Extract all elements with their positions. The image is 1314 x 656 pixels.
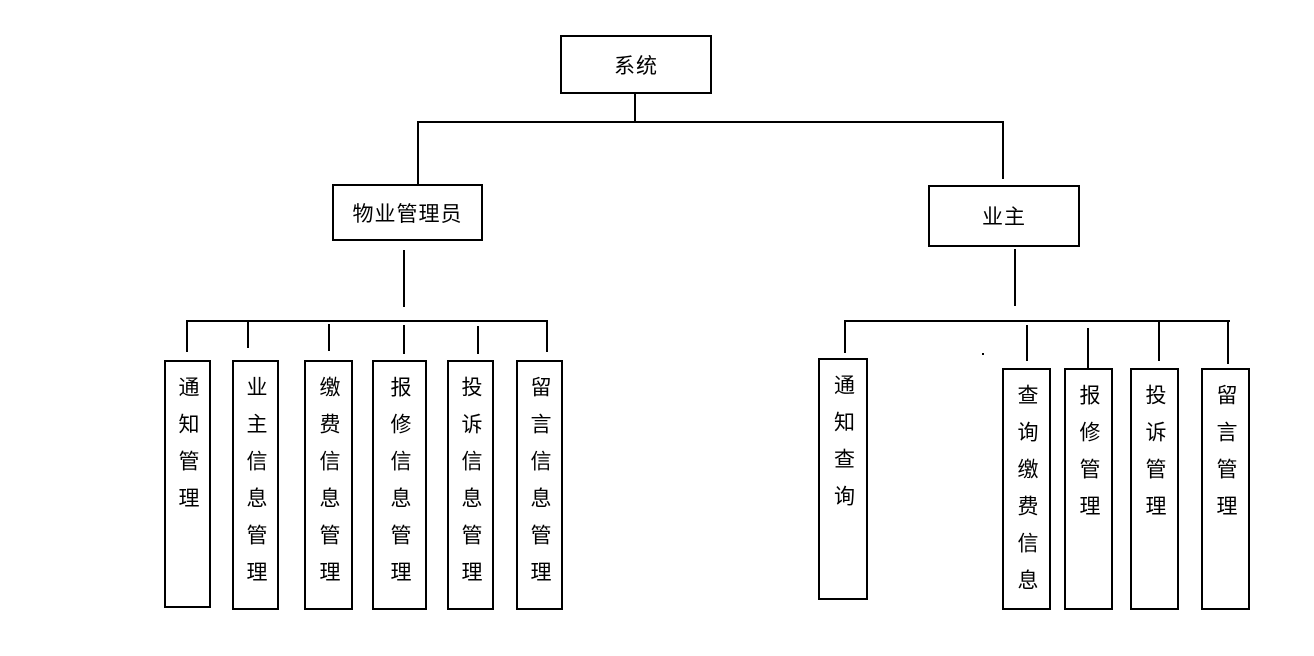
admin-node-label: 物业管理员 — [352, 201, 463, 226]
connector-root-down — [634, 93, 636, 123]
owner-node: 业主 — [928, 185, 1080, 247]
stray-dot — [982, 353, 984, 355]
owner-child-node: 通知查询 — [818, 358, 868, 600]
connector-admin-down — [403, 250, 405, 307]
owner-child-label: 查询缴费信息 — [1015, 384, 1039, 606]
admin-child-node: 投诉信息管理 — [447, 360, 494, 610]
admin-node: 物业管理员 — [332, 184, 483, 241]
admin-child-label: 报修信息管理 — [388, 376, 412, 598]
connector-admin-bar — [186, 320, 548, 322]
owner-child-label: 通知查询 — [831, 374, 856, 522]
connector-owner-bar — [844, 320, 1230, 322]
admin-child-label: 业主信息管理 — [244, 376, 268, 598]
owner-child-node: 投诉管理 — [1130, 368, 1179, 610]
connector-admin-child-4 — [403, 325, 405, 354]
connector-owner-child-1 — [844, 320, 846, 353]
owner-child-node: 报修管理 — [1064, 368, 1113, 610]
connector-owner-down — [1014, 249, 1016, 306]
root-node-label: 系统 — [614, 53, 658, 78]
admin-child-node: 通知管理 — [164, 360, 211, 608]
owner-child-label: 投诉管理 — [1143, 384, 1167, 532]
connector-owner-child-3 — [1087, 328, 1089, 368]
owner-child-node: 查询缴费信息 — [1002, 368, 1051, 610]
connector-admin-child-2 — [247, 320, 249, 348]
root-node: 系统 — [560, 35, 712, 94]
admin-child-node: 缴费信息管理 — [304, 360, 353, 610]
owner-node-label: 业主 — [982, 205, 1026, 229]
connector-owner-child-4 — [1158, 320, 1160, 361]
owner-child-node: 留言管理 — [1201, 368, 1250, 610]
connector-admin-child-5 — [477, 326, 479, 354]
owner-child-label: 报修管理 — [1077, 384, 1101, 532]
connector-owner-child-5 — [1227, 320, 1229, 364]
connector-admin-child-3 — [328, 324, 330, 351]
admin-child-label: 投诉信息管理 — [459, 376, 483, 598]
connector-admin-child-1 — [186, 320, 188, 352]
connector-owner-child-2 — [1026, 325, 1028, 361]
connector-to-owner — [1002, 121, 1004, 179]
admin-child-label: 留言信息管理 — [528, 376, 552, 598]
connector-level1-bar — [417, 121, 1004, 123]
admin-child-node: 报修信息管理 — [372, 360, 427, 610]
connector-to-admin — [417, 121, 419, 184]
admin-child-label: 缴费信息管理 — [317, 376, 341, 598]
admin-child-label: 通知管理 — [176, 376, 200, 524]
admin-child-node: 业主信息管理 — [232, 360, 279, 610]
connector-admin-child-6 — [546, 320, 548, 352]
owner-child-label: 留言管理 — [1214, 384, 1238, 532]
admin-child-node: 留言信息管理 — [516, 360, 563, 610]
